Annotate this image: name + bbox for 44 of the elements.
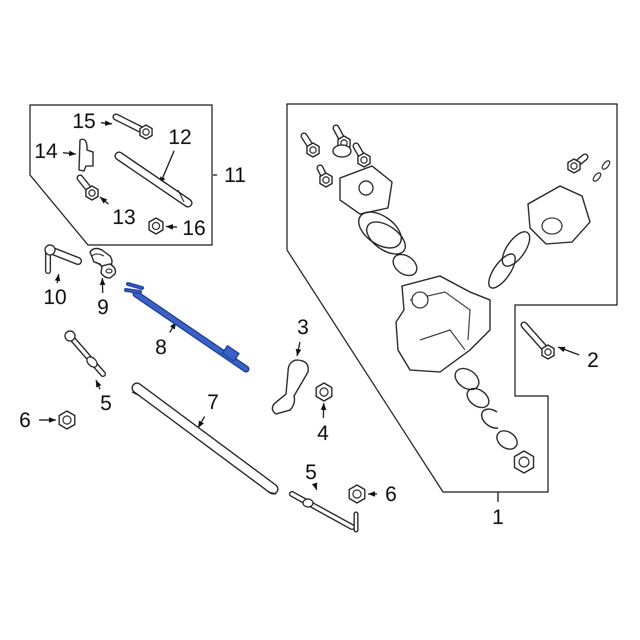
leader-line — [166, 224, 178, 230]
rod-drawing — [114, 150, 194, 208]
nut-drawing — [146, 217, 166, 235]
callout-number: 14 — [32, 140, 60, 162]
bolt-drawing — [76, 174, 100, 200]
leader-line — [169, 322, 177, 333]
tie-rod-end-drawing — [64, 330, 106, 380]
leader-line — [312, 482, 318, 490]
callout-number: 8 — [150, 335, 172, 359]
callout-number: 13 — [110, 206, 138, 228]
leader-line — [95, 380, 102, 390]
nut-drawing — [56, 410, 78, 430]
callout-number: 2 — [582, 348, 604, 372]
leader-line — [54, 274, 60, 284]
callout-number: 4 — [312, 421, 334, 445]
leader-line — [39, 417, 56, 423]
callout-number: 10 — [40, 286, 70, 308]
leader-line — [320, 402, 326, 418]
nut-drawing — [346, 483, 368, 505]
leader-line — [100, 278, 106, 294]
bracket-drawing — [76, 138, 94, 172]
callout-number: 15 — [70, 110, 98, 132]
bolt-drawing — [112, 112, 154, 140]
callout-number: 16 — [180, 217, 208, 239]
leader-line — [62, 150, 76, 156]
leader-line — [100, 120, 112, 126]
leader-line — [558, 346, 580, 356]
callout-number: 1 — [487, 505, 509, 529]
leader-line — [368, 491, 377, 497]
callout-number: 12 — [166, 126, 194, 148]
callout-number: 3 — [292, 315, 314, 339]
leader-line — [497, 492, 499, 502]
leader-line — [213, 174, 217, 176]
callout-number: 6 — [380, 482, 402, 506]
callout-number: 5 — [96, 392, 116, 414]
leader-line — [100, 196, 109, 205]
callout-number: 6 — [14, 408, 36, 432]
callout-number: 7 — [203, 390, 223, 414]
callout-number: 9 — [92, 296, 114, 318]
leader-line — [296, 342, 302, 356]
callout-number: 5 — [300, 460, 322, 484]
callout-number: 11 — [220, 164, 250, 186]
leader-line — [197, 416, 206, 428]
nut-drawing — [314, 381, 334, 403]
